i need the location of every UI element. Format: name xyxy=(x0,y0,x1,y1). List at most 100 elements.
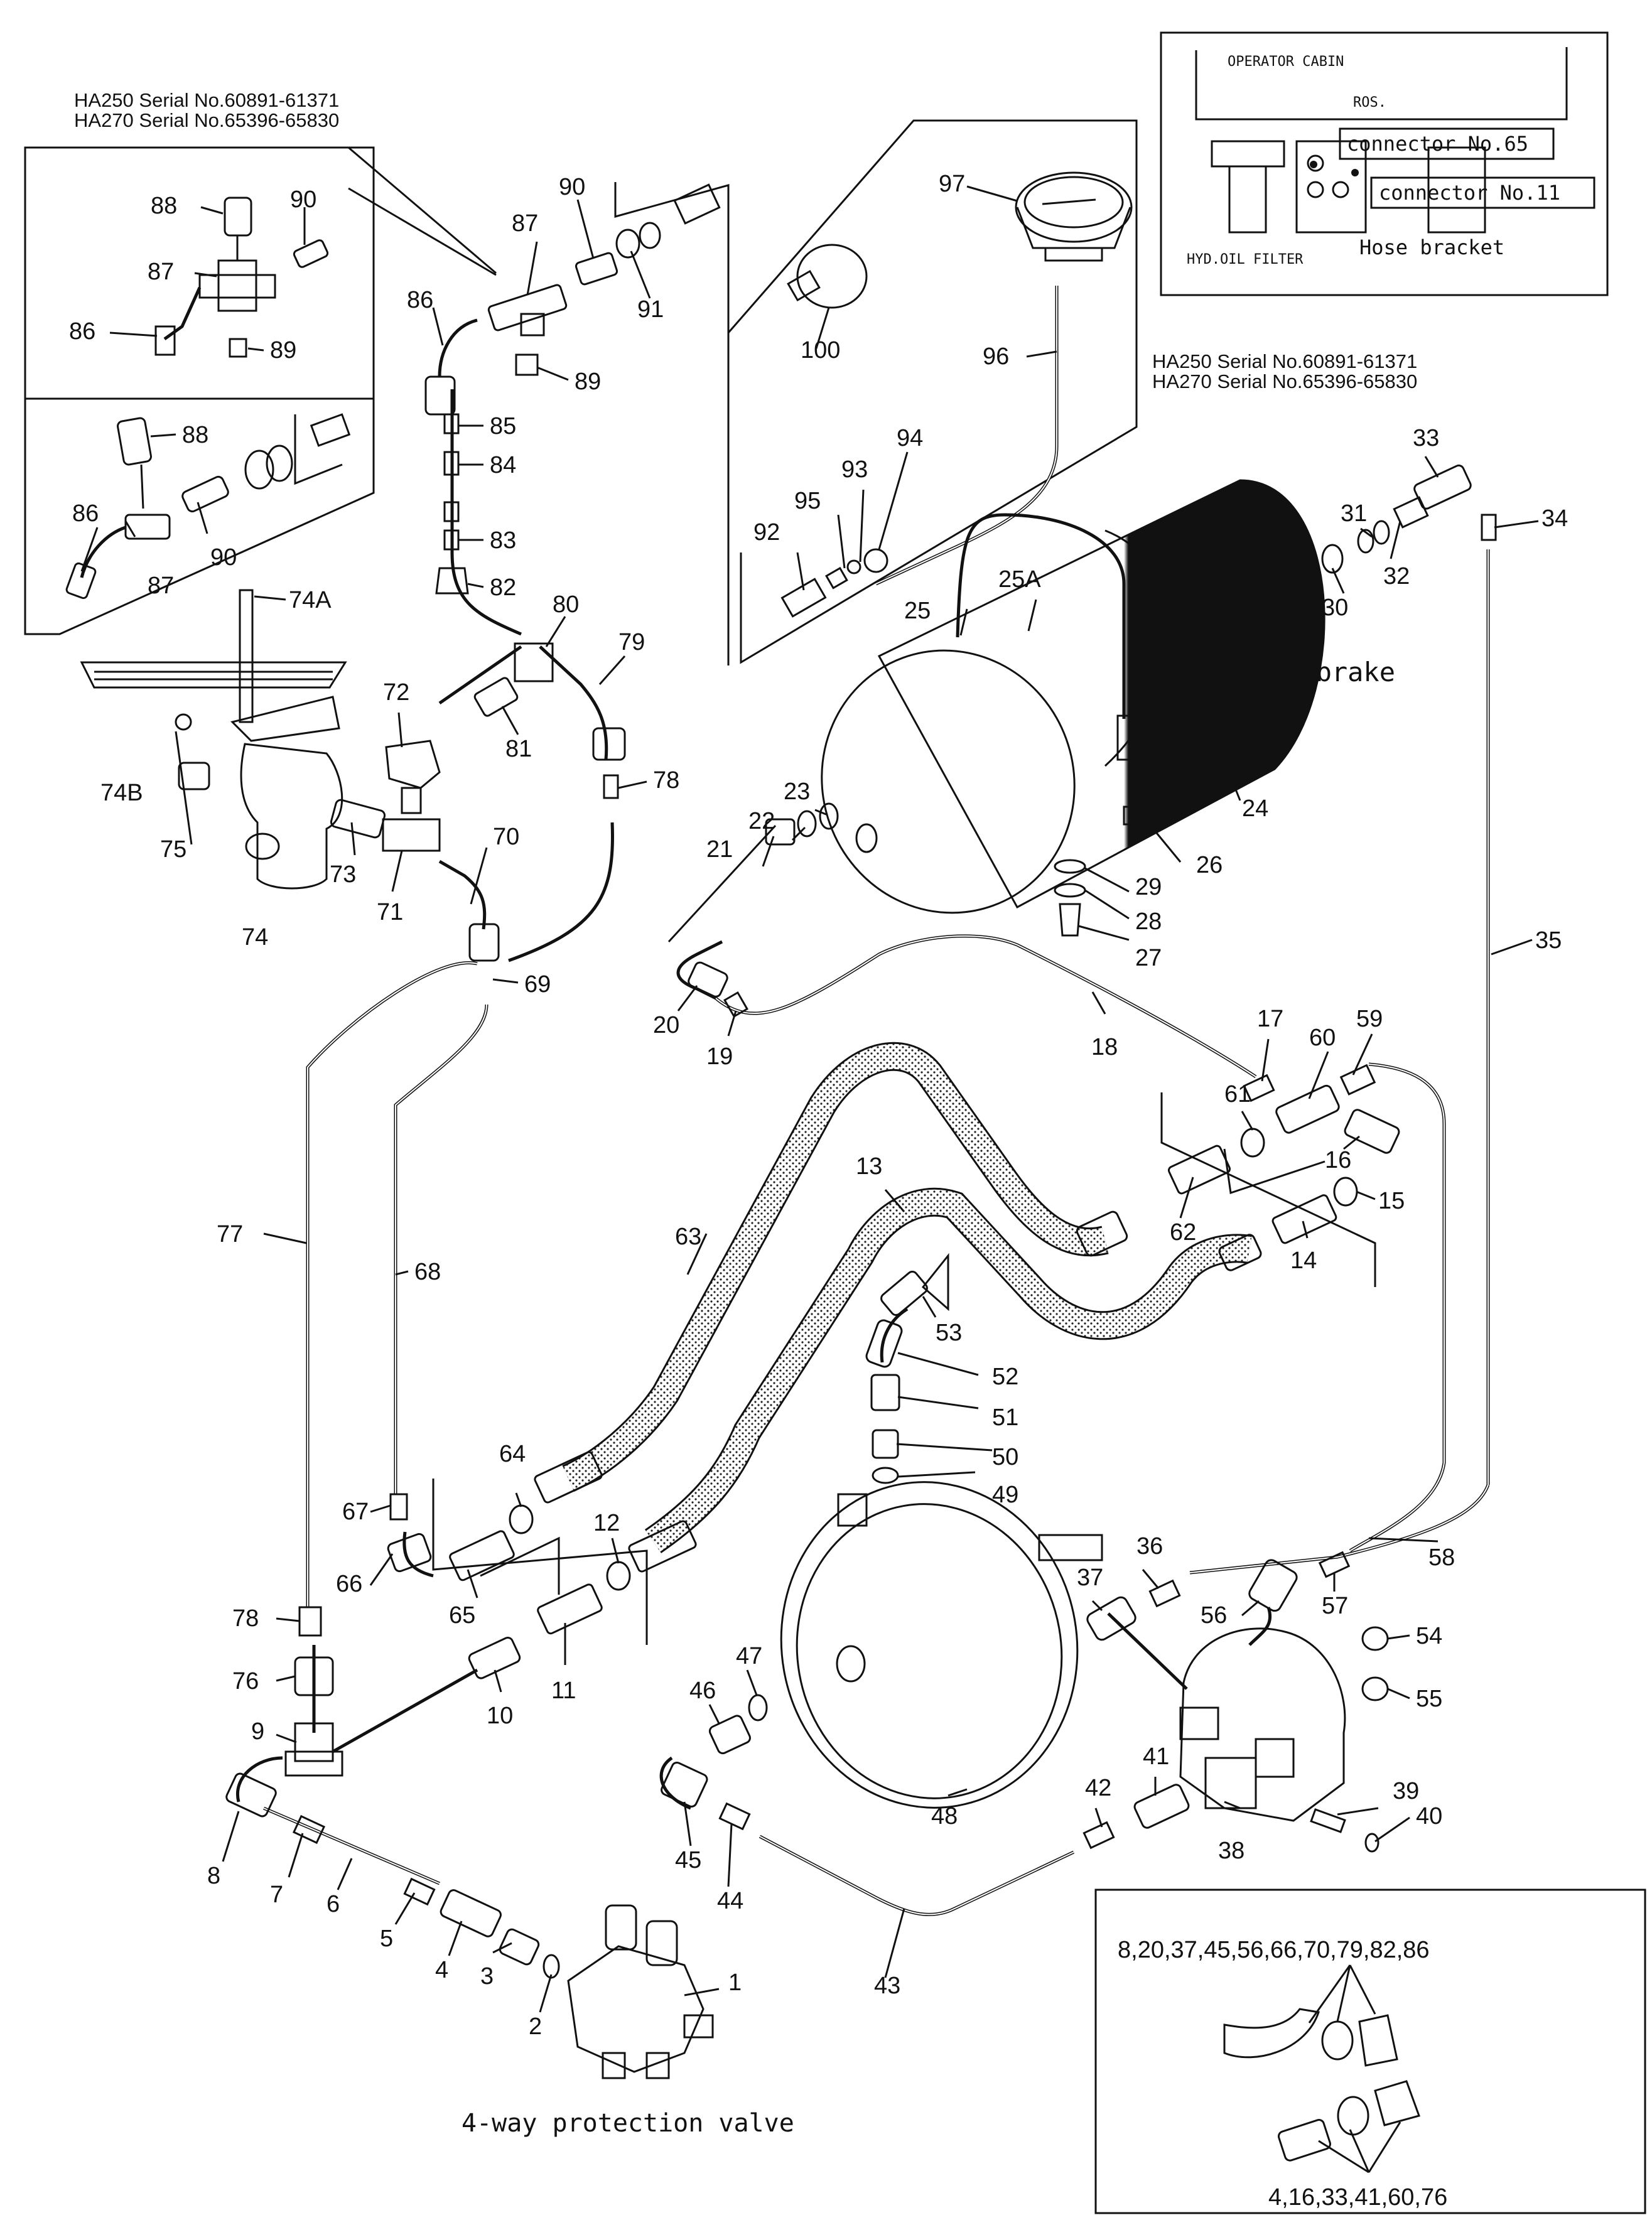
callout-24: 24 xyxy=(1242,795,1268,822)
callout-95: 95 xyxy=(794,488,821,514)
drain-valve-27-icon xyxy=(1059,903,1081,937)
callout-87-lower-inset: 87 xyxy=(148,573,174,599)
callout-47: 47 xyxy=(736,1643,762,1669)
callout-13: 13 xyxy=(856,1153,882,1180)
callout-96: 96 xyxy=(983,343,1009,370)
callout-82: 82 xyxy=(490,574,516,601)
callout-88-lower-inset: 88 xyxy=(182,422,208,448)
connector-65-label: connector No.65 xyxy=(1347,132,1528,156)
fitting-92-icon xyxy=(780,578,827,618)
fitting-81-icon xyxy=(473,677,519,717)
callout-65: 65 xyxy=(449,1602,475,1629)
bolt-74A-icon xyxy=(239,589,254,723)
callout-34: 34 xyxy=(1541,505,1568,532)
callout-64: 64 xyxy=(499,1441,526,1467)
legend-straight-icon xyxy=(1277,2119,1331,2162)
serial-note-line-4: HA270 Serial No.65396-65830 xyxy=(1152,370,1417,392)
callout-86-lower-inset: 86 xyxy=(72,500,99,527)
callout-29: 29 xyxy=(1135,874,1162,900)
protection-valve-1-icon xyxy=(567,1945,705,2073)
oring-61-icon xyxy=(1240,1128,1265,1158)
ros-label: ROS. xyxy=(1353,95,1386,110)
legend-elbow-icon xyxy=(1223,2008,1320,2059)
oring-15-icon xyxy=(1333,1177,1358,1207)
pressure-gauge-97-icon xyxy=(1015,171,1133,243)
oring-12-icon xyxy=(606,1561,631,1591)
air-tank: for Rear brake xyxy=(821,479,1395,937)
serial-note-line-1: HA250 Serial No.60891-61371 xyxy=(74,89,339,111)
inset-cabin-box xyxy=(1160,31,1609,296)
callout-54: 54 xyxy=(1416,1623,1442,1649)
callout-100: 100 xyxy=(801,337,840,364)
callout-40: 40 xyxy=(1416,1803,1442,1829)
gauge-panel-outline xyxy=(727,119,1138,664)
callout-59: 59 xyxy=(1356,1006,1383,1032)
tank-band-25A xyxy=(1104,529,1170,767)
elbow-70-icon xyxy=(468,923,500,962)
elbow-86b-icon xyxy=(424,375,456,416)
plug-89-icon xyxy=(229,338,247,358)
sensor-88-icon xyxy=(224,197,252,237)
adapter-51-icon xyxy=(870,1374,900,1411)
fitting-60-icon xyxy=(1275,1084,1340,1134)
fitting-4-icon xyxy=(440,1889,502,1937)
fitting-46-icon xyxy=(708,1715,751,1755)
callout-7: 7 xyxy=(270,1882,283,1908)
nipple-7-icon xyxy=(292,1814,326,1845)
callout-41: 41 xyxy=(1143,1743,1169,1770)
callout-87-upper-inset: 87 xyxy=(148,259,174,285)
callout-15: 15 xyxy=(1378,1188,1405,1214)
callout-52: 52 xyxy=(992,1364,1018,1390)
callout-75: 75 xyxy=(160,836,186,863)
connector-11-label: connector No.11 xyxy=(1379,181,1560,205)
adapter-65-icon xyxy=(449,1530,515,1581)
piping xyxy=(263,389,1490,1916)
fitting-53-icon xyxy=(921,1253,949,1312)
callout-76: 76 xyxy=(232,1668,259,1695)
adapter-11-icon xyxy=(537,1583,603,1635)
nipple-59-icon xyxy=(1339,1064,1376,1096)
nipple-42-icon xyxy=(1082,1821,1115,1850)
callout-21: 21 xyxy=(706,836,733,863)
callout-44: 44 xyxy=(717,1888,743,1914)
fitting-90b-icon xyxy=(181,475,229,513)
callout-9: 9 xyxy=(251,1718,264,1745)
callout-19: 19 xyxy=(706,1043,733,1070)
tank-end-cap xyxy=(821,649,1076,914)
callout-17: 17 xyxy=(1257,1006,1283,1032)
elbow-20-icon xyxy=(688,961,728,998)
callout-74: 74 xyxy=(242,924,268,951)
nipple-78b-icon xyxy=(298,1606,322,1637)
brake-pedal-icon xyxy=(80,661,347,689)
callout-50: 50 xyxy=(992,1444,1018,1470)
callout-74A: 74A xyxy=(289,587,332,613)
nipple-78-icon xyxy=(603,774,619,799)
brake-valve-group xyxy=(80,589,500,962)
hose-bracket-label: Hose bracket xyxy=(1359,235,1504,259)
hose-63 xyxy=(563,1043,1108,1490)
oring-47-icon xyxy=(748,1694,768,1722)
serial-note-top-left: HA250 Serial No.60891-61371 HA270 Serial… xyxy=(74,89,339,131)
callout-10: 10 xyxy=(487,1703,513,1729)
protection-valve-label: 4-way protection valve xyxy=(462,2109,794,2138)
callout-67: 67 xyxy=(342,1499,369,1525)
callout-35: 35 xyxy=(1535,927,1562,954)
nipple-67-icon xyxy=(389,1493,408,1521)
brake-valve-74-icon xyxy=(240,743,343,890)
fitting-75-icon xyxy=(178,762,210,790)
callout-6: 6 xyxy=(327,1891,340,1917)
callout-37: 37 xyxy=(1077,1565,1103,1591)
elbow-86-icon xyxy=(163,286,202,341)
fitting-90c-icon xyxy=(575,252,618,286)
callout-12: 12 xyxy=(593,1510,620,1536)
callout-2: 2 xyxy=(529,2013,542,2040)
elbow-45-icon xyxy=(661,1761,708,1808)
callout-88-upper-inset: 88 xyxy=(151,193,177,219)
pipe-80-86 xyxy=(450,389,522,636)
callout-86-main: 86 xyxy=(407,287,433,313)
callout-61: 61 xyxy=(1224,1081,1251,1107)
callout-79: 79 xyxy=(618,629,645,655)
callout-25: 25 xyxy=(904,598,931,624)
bolt-39-icon xyxy=(1310,1808,1346,1833)
callout-36: 36 xyxy=(1136,1533,1163,1560)
